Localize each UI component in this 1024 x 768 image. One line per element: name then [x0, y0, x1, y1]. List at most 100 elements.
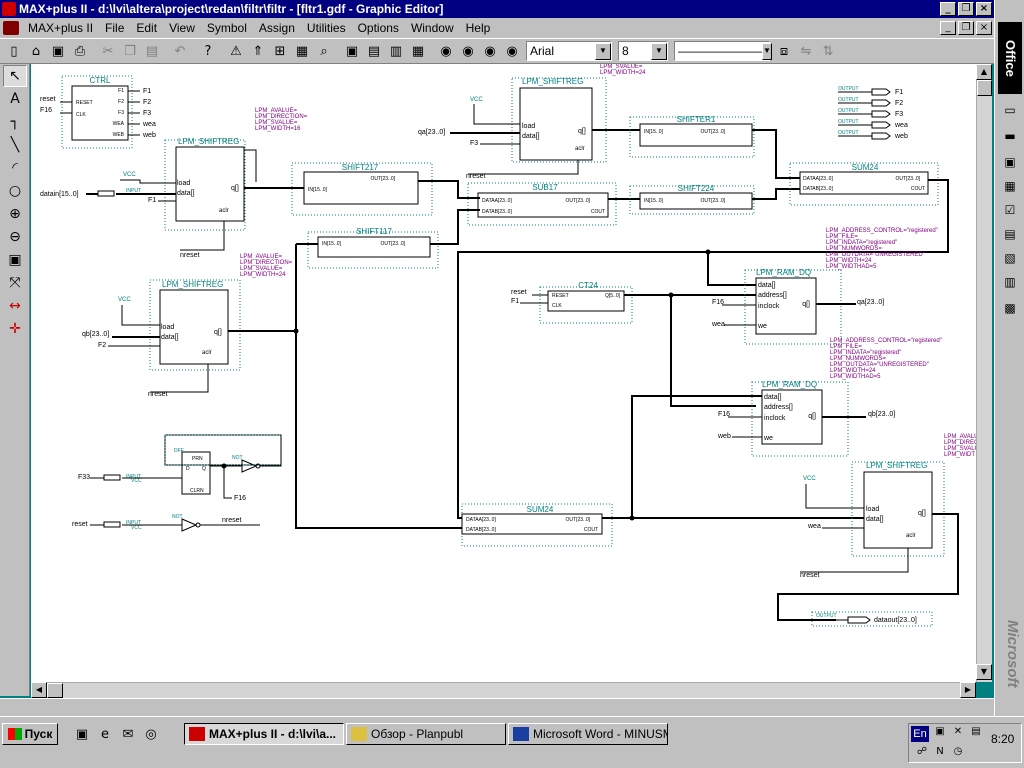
floorplan-icon[interactable]: ▦	[295, 43, 309, 59]
print-icon[interactable]: ⎙	[74, 43, 86, 59]
scroll-left-icon[interactable]: ◀	[31, 682, 47, 698]
ie-icon[interactable]: e	[101, 726, 109, 742]
doc-close-button[interactable]: ×	[976, 21, 992, 35]
office-note-icon[interactable]: ▧	[1004, 251, 1016, 265]
undo-icon[interactable]: ↶	[174, 43, 186, 59]
menu-file[interactable]: File	[105, 21, 125, 35]
warning-icon[interactable]: ⚠	[230, 43, 242, 59]
copy-icon[interactable]: ❐	[124, 43, 136, 59]
menu-view[interactable]: View	[169, 21, 195, 35]
programmer-icon[interactable]: ▦	[411, 43, 425, 59]
text-tool-icon[interactable]: A	[10, 91, 20, 107]
maxplus-app-icon[interactable]	[2, 2, 16, 16]
tray-pc-icon[interactable]: ▤	[971, 726, 981, 737]
flip-h-icon[interactable]: ⇋	[800, 43, 812, 59]
sum24-bottom-block	[461, 513, 603, 535]
task-word[interactable]: Microsoft Word - MINUSM...	[508, 723, 668, 745]
zoom-in-icon[interactable]: ⊕	[9, 206, 21, 222]
menu-help[interactable]: Help	[465, 21, 491, 35]
eye-list-icon[interactable]: ◉	[506, 43, 518, 59]
office-contacts-icon[interactable]: ▣	[1004, 155, 1016, 169]
hierarchy-icon[interactable]: ⊞	[274, 43, 286, 59]
eye-icon[interactable]: ◉	[440, 43, 452, 59]
arc-icon[interactable]: ◜	[12, 160, 18, 176]
menu-options[interactable]: Options	[357, 21, 399, 35]
zoom-out-icon[interactable]: ⊖	[9, 229, 21, 245]
clock[interactable]: 8:20	[991, 732, 1015, 746]
simulate-icon[interactable]: ▤	[367, 43, 381, 59]
line-style-select[interactable]: ——————— ▼	[674, 41, 772, 61]
new-icon[interactable]: ▯	[10, 43, 18, 59]
fit-window-icon[interactable]: ▣	[8, 252, 22, 268]
document-menu-icon[interactable]	[3, 21, 19, 35]
menu-symbol[interactable]: Symbol	[206, 21, 247, 35]
office-logo[interactable]: Office	[998, 22, 1022, 94]
find-icon[interactable]: ⌕	[320, 43, 328, 59]
title-bar[interactable]: MAX+plus II - d:\lvi\altera\project\reda…	[0, 0, 994, 18]
start-button[interactable]: Пуск	[2, 723, 58, 745]
doc-minimize-button[interactable]: _	[940, 21, 956, 35]
disconnect-icon[interactable]: ✛	[9, 321, 21, 337]
outlook-icon[interactable]: ✉	[122, 726, 134, 742]
tray-app-icon[interactable]: ▣	[935, 726, 945, 737]
paste-icon[interactable]: ▤	[145, 43, 159, 59]
chevron-down-icon[interactable]: ▼	[651, 42, 667, 60]
cut-icon[interactable]: ✂	[102, 43, 114, 59]
scroll-right-icon[interactable]: ▶	[960, 682, 976, 698]
horizontal-scroll-thumb[interactable]	[47, 683, 63, 698]
rubberband-tool-icon[interactable]: ⤧	[9, 275, 21, 291]
scroll-up-icon[interactable]: ▲	[976, 64, 992, 80]
menu-utilities[interactable]: Utilities	[306, 21, 346, 35]
scroll-down-icon[interactable]: ▼	[976, 664, 992, 680]
chevron-down-icon[interactable]: ▼	[762, 42, 772, 60]
office-journal-icon[interactable]: ▥	[1004, 275, 1016, 289]
pin-data: data[]	[522, 133, 540, 140]
minimize-button[interactable]: _	[940, 2, 956, 16]
tray-n-icon[interactable]: N	[936, 746, 944, 757]
menu-window[interactable]: Window	[410, 21, 454, 35]
menu-assign[interactable]: Assign	[258, 21, 295, 35]
flip-v-icon[interactable]: ⇅	[822, 43, 834, 59]
task-explorer[interactable]: Обзор - Planpubl	[346, 723, 506, 745]
vertical-scroll-thumb[interactable]	[977, 80, 992, 96]
tray-x-icon[interactable]: ✕	[953, 726, 963, 737]
tray-clock-icon[interactable]: ◷	[953, 746, 963, 757]
hierarchy-up-icon[interactable]: ⇑	[252, 43, 264, 59]
circle-icon[interactable]: ○	[8, 183, 22, 199]
horizontal-scrollbar[interactable]: ◀ ▶	[31, 682, 976, 698]
rubberband-icon[interactable]: ⧈	[779, 43, 789, 59]
office-folder-icon[interactable]: ▬	[1004, 129, 1016, 143]
close-button[interactable]: ×	[976, 2, 992, 16]
pointer-icon[interactable]: ↖	[3, 65, 27, 87]
tray-network-icon[interactable]: ☍	[916, 746, 928, 757]
restore-button[interactable]: ❐	[958, 2, 974, 16]
office-open-icon[interactable]: ▭	[1004, 103, 1016, 117]
menu-edit[interactable]: Edit	[136, 21, 158, 35]
chevron-down-icon[interactable]: ▼	[595, 42, 611, 60]
font-name-select[interactable]: Arial ▼	[526, 41, 612, 61]
open-icon[interactable]: ⌂	[31, 43, 41, 59]
window-title: MAX+plus II - d:\lvi\altera\project\reda…	[19, 2, 444, 16]
office-calendar-icon[interactable]: ▦	[1004, 179, 1016, 193]
help-icon[interactable]: ?	[204, 43, 212, 59]
office-card-icon[interactable]: ▤	[1004, 227, 1016, 241]
vertical-scrollbar[interactable]: ▲ ▼	[976, 64, 992, 682]
eye-da-icon[interactable]: ◉	[462, 43, 474, 59]
language-indicator[interactable]: En	[911, 726, 929, 742]
diagonal-line-icon[interactable]: ╲	[10, 137, 20, 153]
font-size-select[interactable]: 8 ▼	[618, 41, 668, 61]
channels-icon[interactable]: ◎	[145, 726, 157, 742]
timing-icon[interactable]: ▥	[389, 43, 403, 59]
menu-app[interactable]: MAX+plus II	[28, 21, 94, 35]
orthogonal-line-icon[interactable]: ┐	[10, 114, 20, 130]
compile-icon[interactable]: ▣	[345, 43, 359, 59]
save-icon[interactable]: ▣	[51, 43, 65, 59]
office-task-icon[interactable]: ☑	[1004, 203, 1016, 217]
task-maxplus[interactable]: MAX+plus II - d:\lvi\a...	[184, 723, 344, 745]
eye-connect-icon[interactable]: ◉	[484, 43, 496, 59]
desktop-icon[interactable]: ▣	[75, 726, 89, 742]
doc-restore-button[interactable]: ❐	[958, 21, 974, 35]
connect-icon[interactable]: ↔	[9, 298, 21, 314]
office-shortcut-icon[interactable]: ▩	[1004, 301, 1016, 315]
